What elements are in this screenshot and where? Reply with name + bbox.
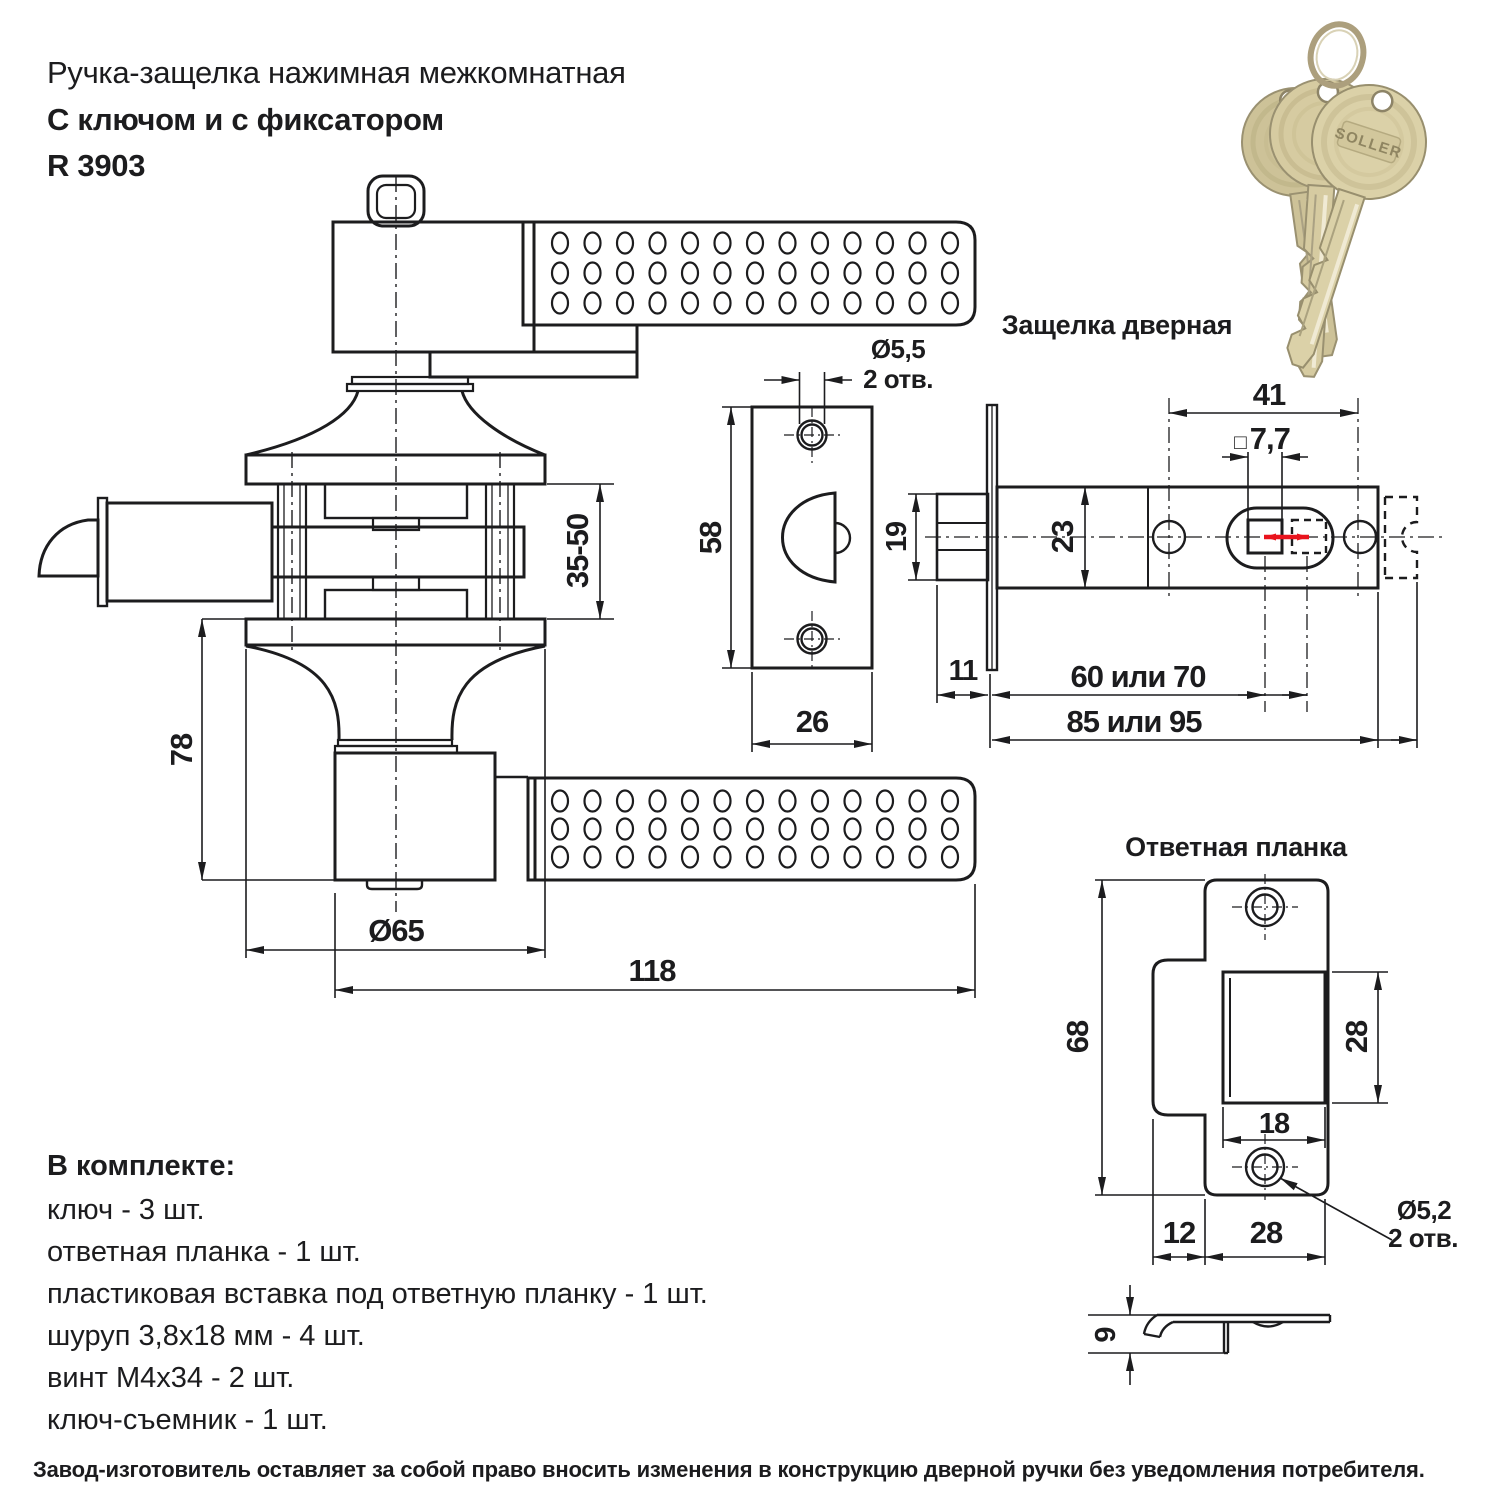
dim-strike-tab-width: 12	[1163, 1215, 1195, 1250]
dim-bolt-protrusion: 11	[949, 655, 979, 687]
dim-backset: 60 или 70	[1071, 659, 1206, 694]
latch-drawing	[925, 398, 1442, 712]
dim-latch-length: 85 или 95	[1067, 704, 1203, 739]
dim-faceplate-width: 26	[796, 704, 829, 739]
upper-lever-perforations	[550, 231, 960, 315]
kit-item: пластиковая вставка под ответную планку …	[47, 1278, 708, 1310]
dim-base-height: 78	[164, 733, 199, 766]
kit-item: ответная планка - 1 шт.	[47, 1236, 361, 1268]
latch-body	[995, 485, 1380, 590]
latch-dimensions	[908, 409, 1418, 748]
dim-strike-opening-width: 18	[1259, 1108, 1290, 1140]
spindle-square-alt-position	[1290, 518, 1328, 555]
model-number: R 3903	[47, 148, 146, 183]
dim-bolt-height: 19	[881, 521, 913, 552]
faceplate-bolt-hole	[781, 491, 837, 584]
kit-heading: В комплекте:	[47, 1150, 236, 1182]
strike-dimensions	[1088, 879, 1393, 1385]
strike-plate-outline	[1151, 878, 1330, 1197]
key-ring-icon	[1307, 21, 1367, 89]
page-subtitle: С ключом и с фиксатором	[47, 102, 444, 137]
faceplate-drawing	[750, 405, 874, 670]
turn-button	[366, 174, 426, 228]
strike-plate-drawing	[1142, 874, 1332, 1355]
lower-rose	[244, 617, 547, 647]
dim-lever-length: 118	[628, 953, 676, 988]
handle-drawing	[37, 174, 977, 912]
dim-faceplate-holes-count: 2 отв.	[863, 364, 933, 394]
dim-strike-height: 68	[1060, 1020, 1095, 1053]
strike-plate-side-view	[1142, 1313, 1332, 1355]
lower-hub	[333, 751, 497, 882]
key-front: SOLLER	[1286, 84, 1427, 369]
kit-list: В комплекте: ключ - 3 шт. ответная планк…	[47, 1152, 708, 1448]
header: Ручка-защелка нажимная межкомнатная С кл…	[47, 55, 626, 184]
latch-drawing-label: Защелка дверная	[1002, 310, 1232, 340]
upper-lever	[521, 220, 977, 327]
dim-strike-width: 28	[1250, 1215, 1283, 1250]
faceplate-dimensions	[722, 372, 873, 752]
strike-plate-label: Ответная планка	[1125, 832, 1348, 862]
lower-lever-perforations	[550, 789, 960, 869]
latch-bolt-tip	[37, 518, 100, 578]
dim-faceplate-height: 58	[693, 521, 728, 554]
manufacturer-disclaimer: Завод-изготовитель оставляет за собой пр…	[33, 1457, 1425, 1482]
strike-opening	[1221, 970, 1327, 1105]
keys-photo: SOLLER	[1241, 21, 1427, 378]
kit-item: шуруп 3,8х18 мм - 4 шт.	[47, 1320, 365, 1352]
dim-door-thickness: 35-50	[560, 514, 595, 588]
kit-item: ключ-съемник - 1 шт.	[47, 1404, 328, 1436]
dim-strike-holes-dia: Ø5,2	[1397, 1195, 1451, 1225]
latch-extended-position	[1383, 495, 1419, 580]
dim-latch-body-height: 23	[1045, 520, 1080, 553]
dim-strike-opening-height: 28	[1339, 1020, 1374, 1053]
latch-spindle-slot	[1225, 506, 1335, 570]
dim-strike-lip-depth: 9	[1090, 1327, 1122, 1343]
dim-spindle-square: □7,7	[1234, 421, 1290, 456]
latch-body-side	[105, 501, 274, 603]
dim-rose-diameter: Ø65	[368, 913, 424, 948]
page-title: Ручка-защелка нажимная межкомнатная	[47, 55, 626, 90]
dim-latch-centers: 41	[1253, 377, 1286, 412]
handle-dimensions	[198, 483, 976, 998]
kit-item: винт М4х34 - 2 шт.	[47, 1362, 295, 1394]
lower-lever	[526, 776, 977, 882]
upper-hub	[331, 220, 536, 354]
kit-item: ключ - 3 шт.	[47, 1194, 205, 1226]
dim-strike-holes-count: 2 отв.	[1388, 1223, 1458, 1253]
dim-faceplate-holes-dia: Ø5,5	[871, 334, 925, 364]
